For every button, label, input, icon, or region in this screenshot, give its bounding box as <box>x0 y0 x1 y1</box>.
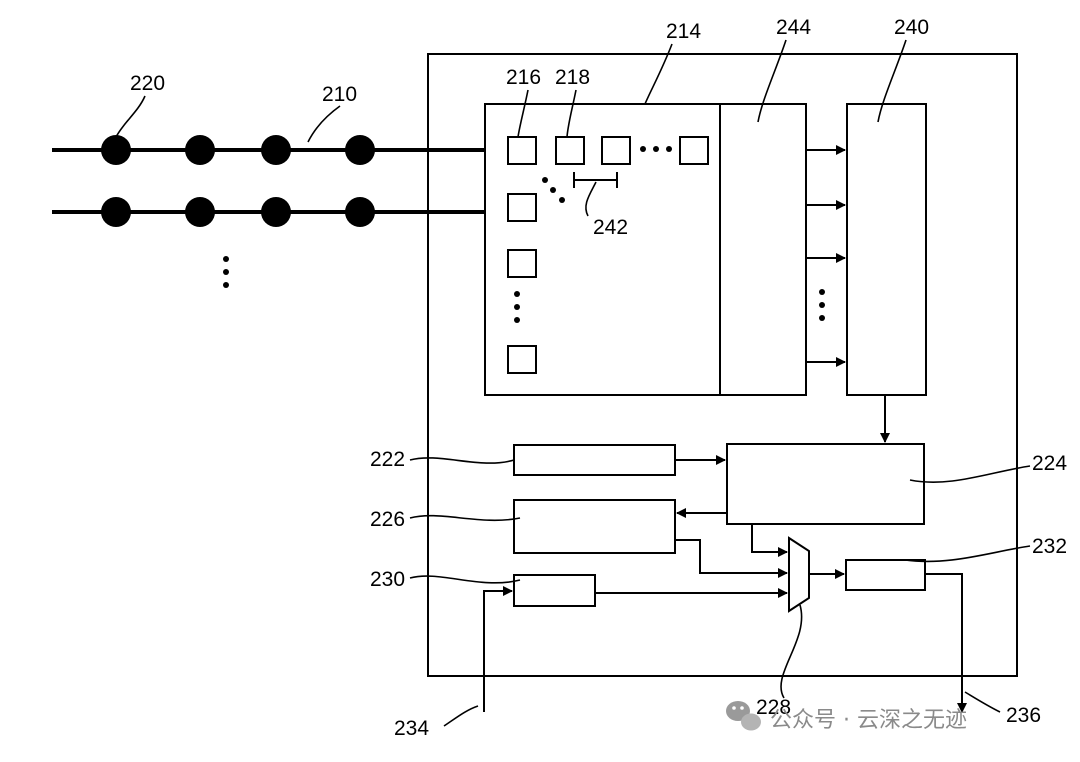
label-230: 230 <box>370 568 405 591</box>
readout-block <box>719 103 807 396</box>
controller-block <box>726 443 925 525</box>
label-222: 222 <box>370 448 405 471</box>
readout-arrows <box>806 145 846 367</box>
label-242: 242 <box>593 216 628 239</box>
label-236: 236 <box>1006 704 1041 727</box>
block-226 <box>513 499 676 554</box>
reference-labels: 220 210 214 244 240 216 218 242 222 224 … <box>130 16 1067 740</box>
sensor-cells <box>507 136 709 374</box>
label-234: 234 <box>394 717 429 740</box>
multiplexer <box>788 536 810 613</box>
input-bus-2 <box>52 197 508 227</box>
label-244: 244 <box>776 16 811 39</box>
wechat-icon <box>726 701 761 731</box>
leader-lines <box>115 39 1031 727</box>
label-224: 224 <box>1032 452 1067 475</box>
block-230 <box>513 574 596 607</box>
label-240: 240 <box>894 16 929 39</box>
block-222 <box>513 444 676 476</box>
output-register <box>845 559 926 591</box>
watermark: 公众号 · 云深之无迹 <box>726 701 967 733</box>
label-226: 226 <box>370 508 405 531</box>
label-232: 232 <box>1032 535 1067 558</box>
label-214: 214 <box>666 20 701 43</box>
watermark-text: 公众号 · 云深之无迹 <box>770 708 967 733</box>
processing-block <box>846 103 927 396</box>
label-210: 210 <box>322 83 357 106</box>
label-216: 216 <box>506 66 541 89</box>
label-228: 228 <box>756 696 791 719</box>
pitch-marker <box>573 172 618 188</box>
input-bus-1 <box>52 135 508 165</box>
bus-ellipsis <box>223 256 229 288</box>
label-220: 220 <box>130 72 165 95</box>
label-218: 218 <box>555 66 590 89</box>
